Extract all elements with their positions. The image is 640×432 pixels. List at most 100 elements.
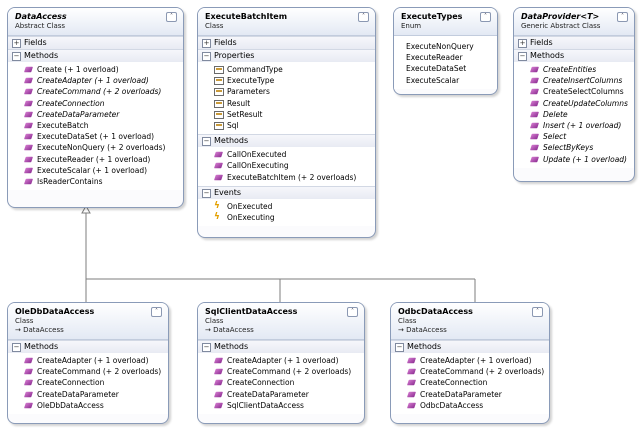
member-item[interactable]: ExecuteReader (+ 1 overload) — [8, 154, 183, 165]
member-item[interactable]: OleDbDataAccess — [8, 400, 168, 411]
section-header-methods[interactable]: −Methods — [8, 340, 168, 353]
double-chevron-up-icon[interactable]: ˄ — [532, 307, 543, 317]
section-header-fields[interactable]: +Fields — [514, 36, 634, 49]
section-header-methods[interactable]: −Methods — [8, 49, 183, 62]
collapse-minus-icon[interactable]: − — [202, 188, 211, 198]
member-item[interactable]: Create (+ 1 overload) — [8, 64, 183, 75]
member-item[interactable]: Update (+ 1 overload) — [514, 154, 634, 165]
member-item[interactable]: CreateCommand (+ 2 overloads) — [8, 86, 183, 97]
double-chevron-up-icon[interactable]: ˄ — [166, 12, 177, 22]
double-chevron-up-icon[interactable]: ˄ — [358, 12, 369, 22]
double-chevron-up-icon[interactable]: ˄ — [151, 307, 162, 317]
section-header-methods[interactable]: −Methods — [198, 340, 364, 353]
member-item[interactable]: OdbcDataAccess — [391, 400, 549, 411]
class-header[interactable]: DataProvider<T>Generic Abstract Class˄ — [514, 8, 634, 36]
member-item[interactable]: Insert (+ 1 overload) — [514, 120, 634, 131]
member-name: CreateConnection — [37, 378, 105, 388]
member-item[interactable]: CreateAdapter (+ 1 overload) — [391, 355, 549, 366]
collapse-minus-icon[interactable]: − — [12, 52, 21, 61]
member-item[interactable]: CreateCommand (+ 2 overloads) — [391, 366, 549, 377]
member-item[interactable]: CreateConnection — [198, 377, 364, 388]
property-icon — [214, 121, 224, 130]
collapse-minus-icon[interactable]: − — [12, 343, 21, 352]
member-item[interactable]: SqlClientDataAccess — [198, 400, 364, 411]
member-item[interactable]: ExecuteDataSet (+ 1 overload) — [8, 131, 183, 142]
section-header-methods[interactable]: −Methods — [198, 134, 375, 148]
expand-plus-icon[interactable]: + — [202, 39, 211, 48]
section-header-fields[interactable]: +Fields — [198, 36, 375, 49]
collapse-minus-icon[interactable]: − — [395, 343, 404, 352]
member-item[interactable]: ExecuteBatchItem (+ 2 overloads) — [198, 172, 375, 183]
member-item[interactable]: CreateConnection — [8, 98, 183, 109]
section-header-methods[interactable]: −Methods — [391, 340, 549, 353]
member-item[interactable]: ExecuteNonQuery — [394, 41, 497, 52]
member-item[interactable]: CreateDataParameter — [8, 389, 168, 400]
member-item[interactable]: CreateDataParameter — [391, 389, 549, 400]
member-item[interactable]: CreateCommand (+ 2 overloads) — [8, 366, 168, 377]
class-title: ExecuteBatchItem — [205, 12, 288, 21]
member-item[interactable]: ExecuteReader — [394, 52, 497, 63]
section-header-methods[interactable]: −Methods — [514, 49, 634, 62]
member-item[interactable]: ExecuteScalar (+ 1 overload) — [8, 165, 183, 176]
member-item[interactable]: CreateAdapter (+ 1 overload) — [8, 355, 168, 366]
member-item[interactable]: CreateInsertColumns — [514, 75, 634, 86]
member-item[interactable]: ExecuteBatch — [8, 120, 183, 131]
class-stereotype: Generic Abstract Class — [521, 22, 601, 30]
member-item[interactable]: SetResult — [198, 109, 375, 120]
section-header-fields[interactable]: +Fields — [8, 36, 183, 49]
member-item[interactable]: CommandType — [198, 64, 375, 75]
member-item[interactable]: CallOnExecuting — [198, 160, 375, 171]
member-item[interactable]: CreateUpdateColumns — [514, 98, 634, 109]
member-item[interactable]: ExecuteNonQuery (+ 2 overloads) — [8, 142, 183, 153]
member-item[interactable]: CreateDataParameter — [198, 389, 364, 400]
member-item[interactable]: CreateSelectColumns — [514, 86, 634, 97]
double-chevron-up-icon[interactable]: ˄ — [480, 12, 491, 22]
member-item[interactable]: SelectByKeys — [514, 142, 634, 153]
member-item[interactable]: Result — [198, 98, 375, 109]
member-item[interactable]: CreateCommand (+ 2 overloads) — [198, 366, 364, 377]
member-item[interactable]: CreateEntities — [514, 64, 634, 75]
member-item[interactable]: CreateConnection — [8, 377, 168, 388]
member-item[interactable]: ExecuteScalar — [394, 75, 497, 86]
member-item[interactable]: CreateAdapter (+ 1 overload) — [198, 355, 364, 366]
method-icon — [23, 122, 34, 129]
member-item[interactable]: CreateAdapter (+ 1 overload) — [8, 75, 183, 86]
collapse-minus-icon[interactable]: − — [202, 343, 211, 352]
collapse-minus-icon[interactable]: − — [202, 137, 211, 147]
expand-plus-icon[interactable]: + — [12, 39, 21, 48]
section-header-events[interactable]: −Events — [198, 185, 375, 199]
collapse-minus-icon[interactable]: − — [202, 52, 211, 61]
member-item[interactable]: CreateDataParameter — [8, 109, 183, 120]
member-item[interactable]: Sql — [198, 120, 375, 131]
expand-plus-icon[interactable]: + — [518, 39, 527, 48]
member-item[interactable]: Parameters — [198, 86, 375, 97]
member-item[interactable]: CreateConnection — [391, 377, 549, 388]
member-item[interactable]: IsReaderContains — [8, 176, 183, 187]
double-chevron-up-icon[interactable]: ˄ — [347, 307, 358, 317]
member-item[interactable]: Select — [514, 131, 634, 142]
method-icon — [213, 368, 224, 375]
section-header-properties[interactable]: −Properties — [198, 49, 375, 62]
collapse-minus-icon[interactable]: − — [518, 52, 527, 61]
member-item[interactable]: CallOnExecuted — [198, 149, 375, 160]
class-box-dataprovider[interactable]: DataProvider<T>Generic Abstract Class˄+F… — [513, 7, 635, 182]
member-item[interactable]: Delete — [514, 109, 634, 120]
member-item[interactable]: ExecuteType — [198, 75, 375, 86]
member-item[interactable]: ExecuteDataSet — [394, 63, 497, 74]
double-chevron-up-icon[interactable]: ˄ — [617, 12, 628, 22]
